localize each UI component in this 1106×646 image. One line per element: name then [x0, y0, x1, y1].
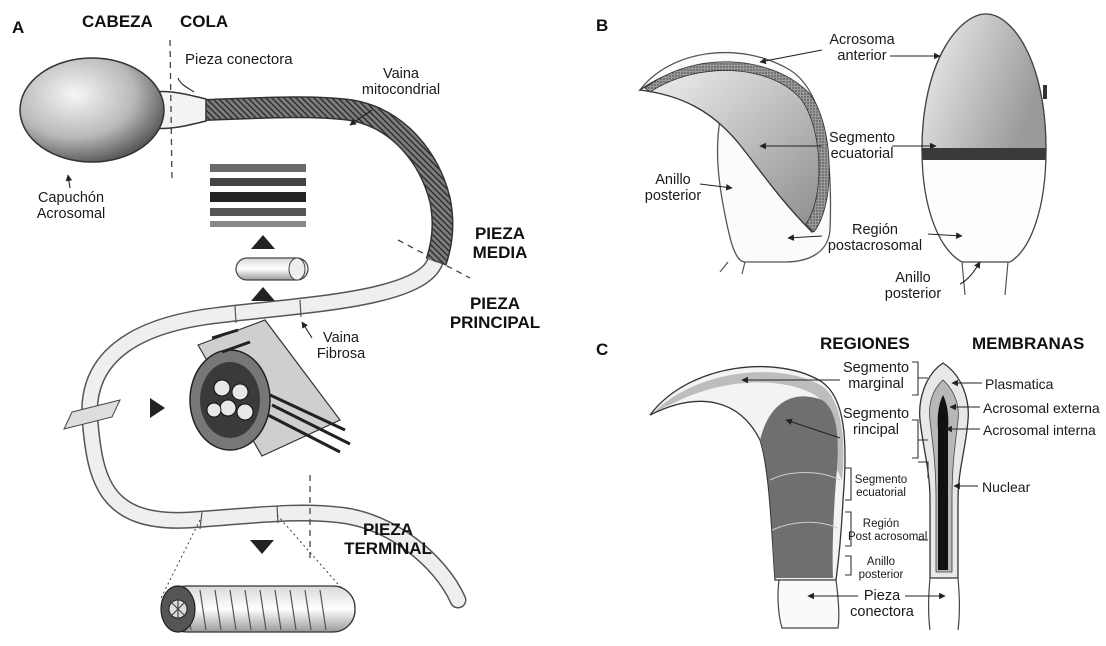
acrosomal-cap-line-1: Capuchón — [26, 190, 116, 206]
marginal-segment-line-1: Segmento — [840, 360, 912, 376]
posterior-ring-left-line-2: posterior — [640, 188, 706, 204]
marginal-segment-label: Segmento marginal — [840, 360, 912, 392]
postacrosomal-region-line-2: postacrosomal — [820, 238, 930, 254]
membrane-acrosomal-interna-label: Acrosomal interna — [983, 422, 1096, 438]
regions-header: REGIONES — [820, 334, 910, 353]
panel-letter-c: C — [596, 340, 608, 360]
membranes-header: MEMBRANAS — [972, 334, 1084, 353]
postacrosomal-region-label: Región postacrosomal — [820, 222, 930, 254]
marginal-segment-line-2: marginal — [840, 376, 912, 392]
mitochondrial-sheath-line-1: Vaina — [346, 66, 456, 82]
membrane-nuclear-label: Nuclear — [982, 479, 1030, 495]
connector-piece-c-line-2: conectora — [846, 604, 918, 620]
midpiece-section — [210, 158, 306, 230]
posterior-ring-left-label: Anillo posterior — [640, 172, 706, 204]
region-brackets — [845, 362, 928, 575]
equatorial-segment-b-line-2: ecuatorial — [822, 146, 902, 162]
posterior-ring-c-line-1: Anillo — [850, 556, 912, 569]
mitochondrial-sheath-label: Vaina mitocondrial — [346, 66, 456, 98]
fibrous-sheath-line-1: Vaina — [306, 330, 376, 346]
equatorial-band — [922, 148, 1046, 160]
acrosomal-cap-label: Capuchón Acrosomal — [26, 190, 116, 222]
post-acrosomal-region-label: Región Post acrosomal — [848, 518, 914, 543]
equatorial-segment-label-c: Segmento ecuatorial — [850, 474, 912, 499]
postacrosomal-region-line-1: Región — [820, 222, 930, 238]
sperm-head — [20, 58, 164, 162]
anterior-acrosome-label: Acrosoma anterior — [822, 32, 902, 64]
regions-neck — [778, 580, 839, 628]
tail-header: COLA — [180, 12, 228, 31]
fibrous-sheath-label: Vaina Fibrosa — [306, 330, 376, 362]
middle-piece-line-1: PIEZA — [470, 224, 530, 243]
middle-piece-line-2: MEDIA — [470, 243, 530, 262]
principal-piece-line-1: PIEZA — [440, 294, 550, 313]
head-header: CABEZA — [82, 12, 153, 31]
panel-letter-b: B — [596, 16, 608, 36]
fibrous-sheath-line-2: Fibrosa — [306, 346, 376, 362]
principal-segment-label: Segmento rincipal — [840, 406, 912, 438]
anterior-acrosome-line-2: anterior — [822, 48, 902, 64]
panel-c-drawing — [650, 362, 982, 630]
equatorial-segment-c-line-1: Segmento — [850, 474, 912, 487]
terminal-piece-label: PIEZA TERMINAL — [336, 520, 440, 558]
post-acrosomal-region-line-1: Región — [848, 518, 914, 531]
principal-piece-label: PIEZA PRINCIPAL — [440, 294, 550, 332]
posterior-ring-label-c: Anillo posterior — [850, 556, 912, 581]
equatorial-segment-label-b: Segmento ecuatorial — [822, 130, 902, 162]
posterior-ring-left-line-1: Anillo — [640, 172, 706, 188]
posterior-ring-right-line-1: Anillo — [878, 270, 948, 286]
connector-piece-label: Pieza conectora — [185, 52, 293, 68]
principal-piece-line-2: PRINCIPAL — [440, 313, 550, 332]
principal-segment-line-1: Segmento — [840, 406, 912, 422]
connector-piece-label-c: Pieza conectora — [846, 588, 918, 620]
mitochondrial-sheath-line-2: mitocondrial — [346, 82, 456, 98]
membrane-plasmatica-label: Plasmatica — [985, 376, 1053, 392]
middle-piece-label: PIEZA MEDIA — [470, 224, 530, 262]
equatorial-segment-b-line-1: Segmento — [822, 130, 902, 146]
terminal-piece-section — [161, 586, 355, 632]
acrosomal-cap-line-2: Acrosomal — [26, 206, 116, 222]
post-acrosomal-region-line-2: Post acrosomal — [848, 531, 914, 544]
principal-segment-line-2: rincipal — [840, 422, 912, 438]
posterior-ring-c-line-2: posterior — [850, 569, 912, 582]
connector-piece-c-line-1: Pieza — [846, 588, 918, 604]
terminal-piece-line-1: PIEZA — [336, 520, 440, 539]
membrane-acrosomal-externa-label: Acrosomal externa — [983, 400, 1100, 416]
terminal-piece-line-2: TERMINAL — [336, 539, 440, 558]
posterior-ring-right-line-2: posterior — [878, 286, 948, 302]
posterior-ring-right-label: Anillo posterior — [878, 270, 948, 302]
panel-letter-a: A — [12, 18, 24, 38]
anterior-acrosome-line-1: Acrosoma — [822, 32, 902, 48]
membranes-drawing — [920, 363, 969, 630]
equatorial-segment-c-line-2: ecuatorial — [850, 487, 912, 500]
